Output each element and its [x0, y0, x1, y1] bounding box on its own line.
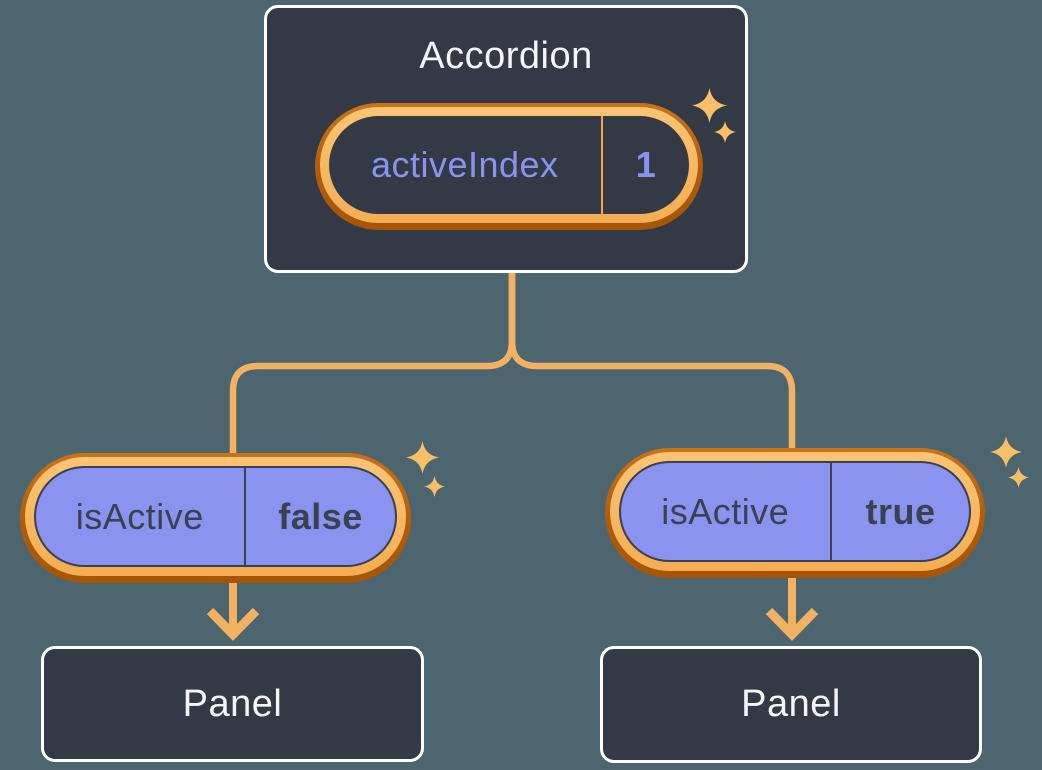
arrow-down-icon — [206, 578, 260, 641]
state-pill-isactive-left: isActive false — [20, 453, 411, 583]
panel-label: Panel — [741, 683, 841, 725]
sparkle-icon — [1008, 467, 1029, 488]
state-pill-ring: isActive true — [610, 452, 980, 571]
panel-label: Panel — [182, 682, 283, 725]
state-pill-ring: activeIndex 1 — [320, 107, 698, 223]
sparkle-icon — [406, 441, 439, 474]
panel-box-right: Panel — [600, 646, 982, 763]
state-pill-body: isActive false — [34, 466, 397, 567]
state-pill-value: false — [278, 495, 363, 537]
accordion-title: Accordion — [419, 35, 593, 77]
sparkle-icon — [424, 476, 445, 497]
panel-box-left: Panel — [41, 646, 424, 762]
state-pill-value: 1 — [635, 144, 657, 185]
pill-divider — [829, 463, 832, 560]
state-pill-activeindex: activeIndex 1 — [315, 103, 703, 230]
connector-left-branch — [229, 272, 516, 465]
pill-divider — [243, 468, 246, 565]
state-pill-value: true — [865, 490, 936, 532]
state-pill-ring: isActive false — [25, 457, 406, 576]
sparkle-icon — [692, 88, 727, 123]
sparkle-icon — [990, 436, 1022, 468]
state-pill-isactive-right: isActive true — [605, 448, 985, 578]
pill-divider — [600, 116, 603, 214]
state-pill-body: isActive true — [619, 461, 971, 562]
sparkle-icon — [714, 121, 736, 143]
state-pill-label: isActive — [75, 495, 204, 537]
accordion-box: Accordion activeIndex 1 — [264, 5, 748, 273]
state-pill-label: isActive — [661, 490, 790, 532]
state-pill-label: activeIndex — [370, 144, 559, 185]
state-pill-body: activeIndex 1 — [329, 116, 689, 214]
arrow-down-icon — [765, 573, 819, 641]
connector-right-branch — [508, 272, 796, 460]
